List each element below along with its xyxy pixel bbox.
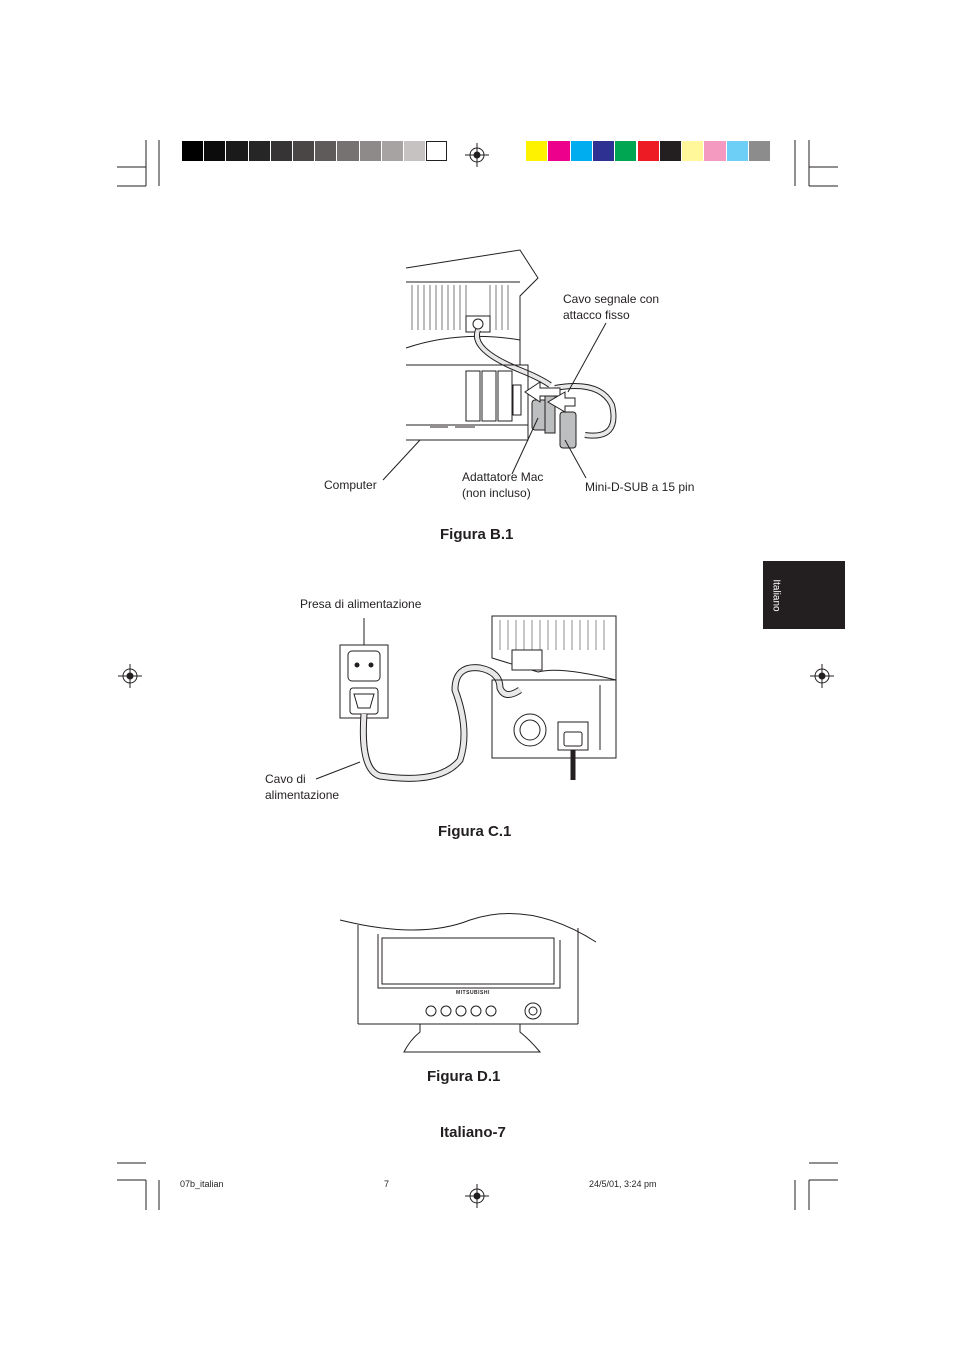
caption-figure-d1: Figura D.1: [427, 1068, 501, 1085]
figure-c1-illustration: [315, 615, 617, 782]
registration-target-right: [810, 664, 834, 688]
footer-filename: 07b_italian: [180, 1179, 224, 1189]
label-computer: Computer: [324, 478, 377, 492]
color-swatch: [592, 141, 615, 161]
color-swatch: [548, 141, 570, 161]
label-power-cable-line1: Cavo di: [265, 772, 306, 786]
gray-swatch: [226, 141, 248, 161]
page-label: Italiano-7: [440, 1124, 506, 1141]
crop-mark-top-right: [794, 140, 838, 187]
gray-swatch: [182, 141, 204, 161]
crop-mark-bottom-right: [794, 1162, 838, 1210]
label-mac-adapter-line2: (non incluso): [462, 486, 531, 500]
registration-target-top: [465, 143, 489, 167]
color-swatch: [526, 141, 548, 161]
registration-target-bottom: [465, 1184, 489, 1208]
label-outlet: Presa di alimentazione: [300, 597, 422, 611]
color-swatch: [749, 141, 771, 161]
figure-b1-illustration: [382, 249, 617, 481]
color-swatch: [704, 141, 726, 161]
gray-swatch: [337, 141, 359, 161]
gray-swatch: [204, 141, 226, 161]
figure-d1-illustration: [339, 913, 597, 1053]
label-power-cable-line2: alimentazione: [265, 788, 340, 802]
label-mac-adapter-line1: Adattatore Mac: [462, 470, 544, 484]
gray-swatch: [293, 141, 315, 161]
side-tab-label: Italiano: [770, 579, 782, 612]
caption-figure-c1: Figura C.1: [438, 823, 512, 840]
color-swatch: [659, 141, 682, 161]
language-side-tab: [763, 561, 845, 629]
color-swatch: [682, 141, 704, 161]
crop-mark-top-left: [117, 140, 160, 187]
gray-swatch: [426, 141, 448, 161]
color-swatch: [615, 141, 637, 161]
gray-swatch: [248, 141, 270, 161]
crop-mark-bottom-left: [117, 1162, 160, 1210]
color-swatch: [570, 141, 592, 161]
label-signal-cable-line1: Cavo segnale con: [563, 292, 660, 306]
registration-target-left: [118, 664, 142, 688]
color-swatch: [637, 141, 659, 161]
gray-swatch: [315, 141, 337, 161]
label-signal-cable-line2: attacco fisso: [563, 308, 630, 322]
color-swatch: [726, 141, 748, 161]
gray-swatch: [270, 141, 292, 161]
label-mini-dsub: Mini-D-SUB a 15 pin: [585, 480, 695, 494]
gray-swatch: [404, 141, 426, 161]
footer-timestamp: 24/5/01, 3:24 pm: [589, 1179, 657, 1189]
gray-swatch: [381, 141, 403, 161]
footer-page-number: 7: [384, 1179, 390, 1189]
gray-swatch: [359, 141, 381, 161]
caption-figure-b1: Figura B.1: [440, 526, 514, 543]
monitor-brand-logo: MITSUBISHI: [456, 990, 490, 996]
